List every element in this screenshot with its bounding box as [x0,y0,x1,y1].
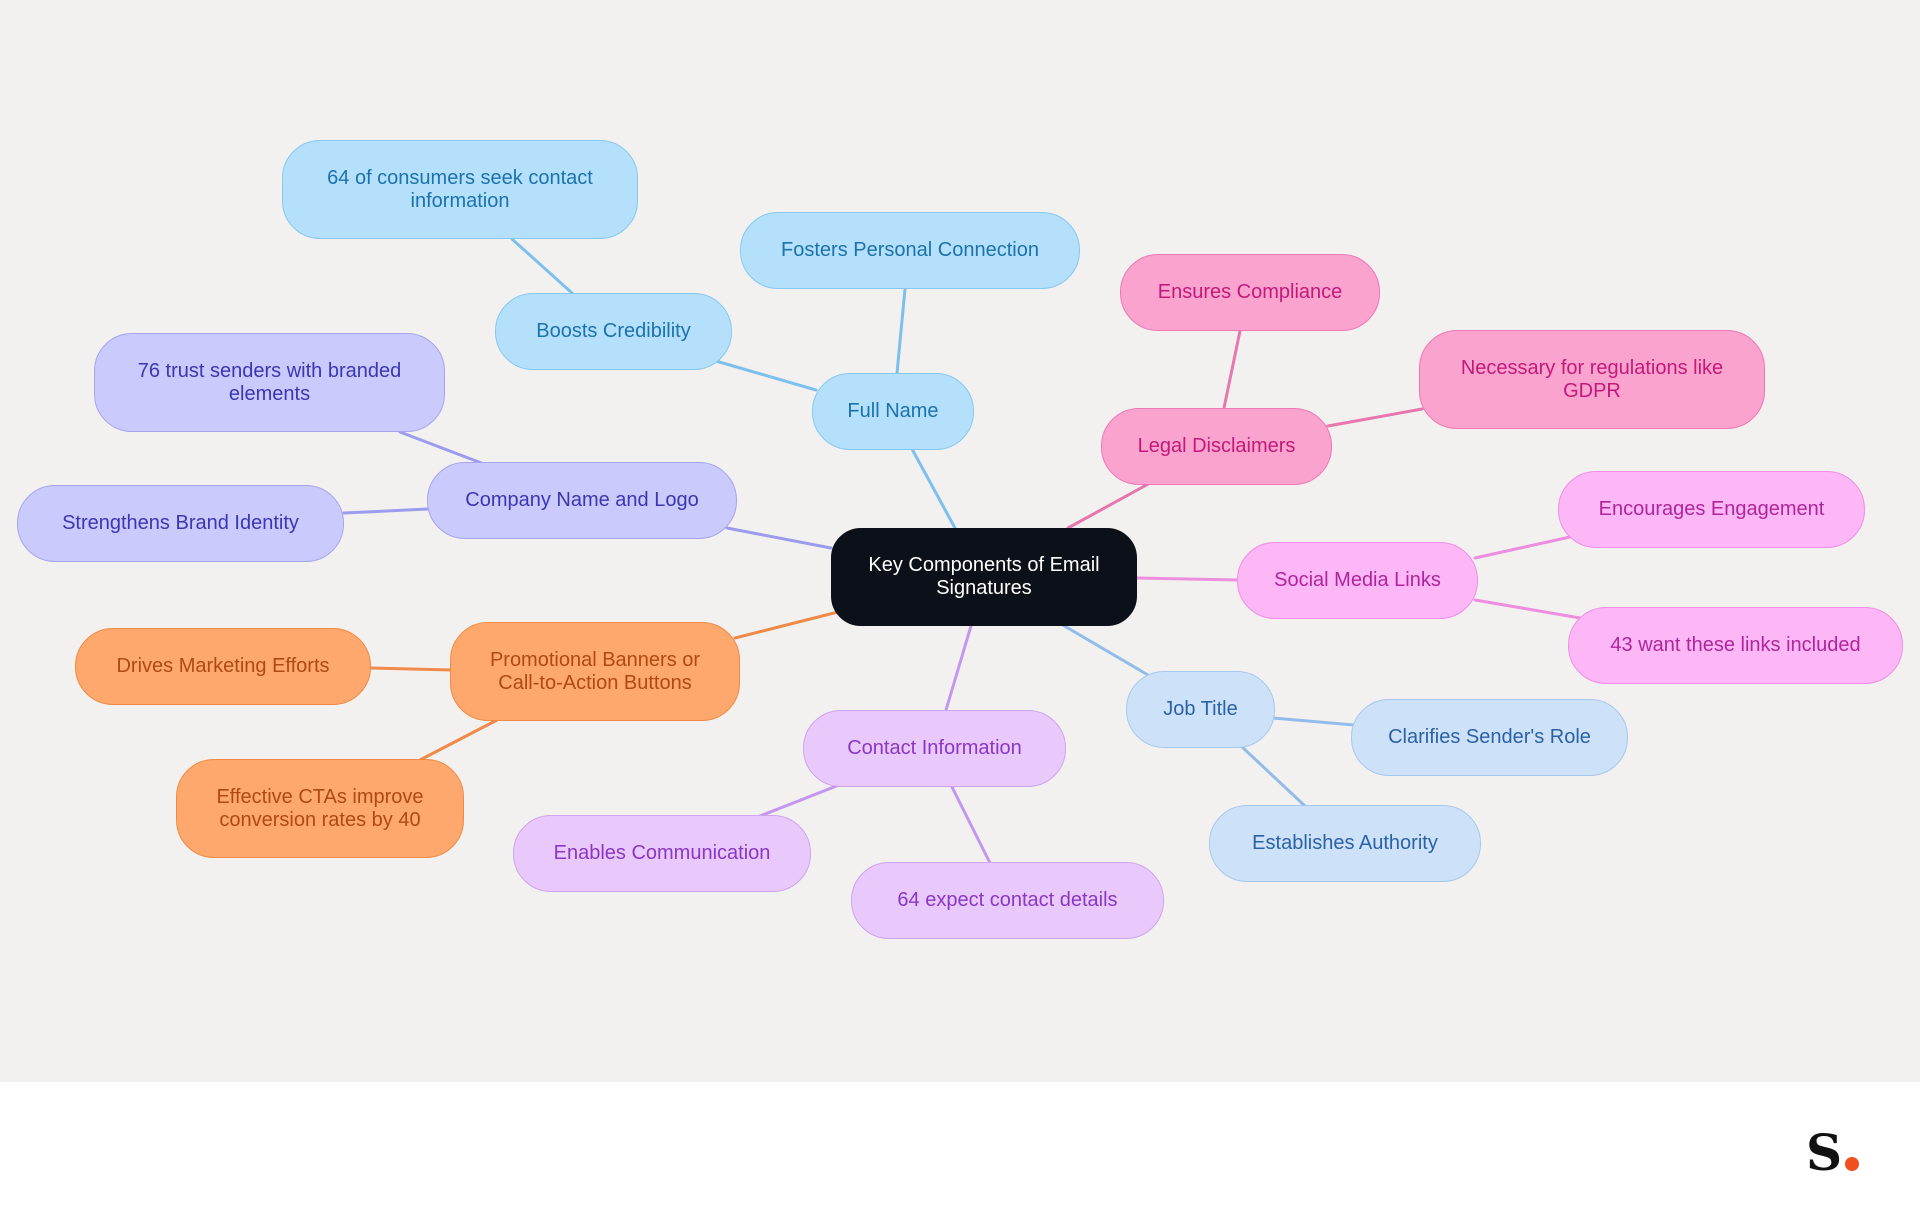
edge-job-21 [1238,743,1307,808]
edge-legal-4 [1066,481,1152,530]
node-enables-communication[interactable]: Enables Communication [513,815,811,892]
node-contact-info-stat[interactable]: 64 of consumers seek contact information [282,140,638,239]
edge-social-10 [1135,576,1240,582]
edge-full-name-0 [910,447,957,530]
root-node[interactable]: Key Components of Email Signatures [831,528,1137,626]
edge-full-name-3 [510,237,574,295]
edge-company-8 [398,430,486,466]
edge-legal-6 [1326,407,1424,428]
node-clarifies-role[interactable]: Clarifies Sender's Role [1351,699,1628,776]
brand-logo[interactable]: S [1806,1122,1860,1182]
node-gdpr-regulations[interactable]: Necessary for regulations like GDPR [1419,330,1765,429]
edge-promo-15 [418,718,499,762]
edge-contact-18 [949,783,992,865]
node-contact-information[interactable]: Contact Information [803,710,1066,787]
edge-job-20 [1271,716,1356,727]
node-fosters-personal-connection[interactable]: Fosters Personal Connection [740,212,1080,289]
edge-social-11 [1473,535,1572,560]
edge-contact-16 [944,624,973,712]
node-strengthens-brand-identity[interactable]: Strengthens Brand Identity [17,485,344,562]
node-links-included-stat[interactable]: 43 want these links included [1568,607,1903,684]
node-ensures-compliance[interactable]: Ensures Compliance [1120,254,1380,331]
edge-company-9 [342,507,430,515]
edge-promo-13 [733,610,840,640]
node-social-media-links[interactable]: Social Media Links [1237,542,1478,619]
logo-letter: S [1806,1123,1843,1182]
mind-map-canvas: Key Components of Email Signatures Full … [0,0,1920,1082]
logo-dot [1845,1157,1860,1171]
edge-job-19 [1059,622,1150,677]
node-drives-marketing[interactable]: Drives Marketing Efforts [75,628,371,705]
node-legal-disclaimers[interactable]: Legal Disclaimers [1101,408,1332,485]
edge-full-name-2 [714,359,818,392]
node-expect-contact-stat[interactable]: 64 expect contact details [851,862,1164,939]
edge-contact-17 [758,783,841,818]
node-company-name-logo[interactable]: Company Name and Logo [427,462,737,539]
edge-legal-5 [1222,329,1242,410]
node-establishes-authority[interactable]: Establishes Authority [1209,805,1481,882]
edge-promo-14 [369,666,454,672]
node-promotional-banners[interactable]: Promotional Banners or Call-to-Action Bu… [450,622,740,721]
node-boosts-credibility[interactable]: Boosts Credibility [495,293,732,370]
edge-social-12 [1473,598,1582,620]
mind-map-edges [342,237,1582,865]
node-encourages-engagement[interactable]: Encourages Engagement [1558,471,1865,548]
node-job-title[interactable]: Job Title [1126,671,1275,748]
footer [0,1082,1920,1215]
node-branded-trust-stat[interactable]: 76 trust senders with branded elements [94,333,445,432]
node-full-name[interactable]: Full Name [812,373,974,450]
edge-full-name-1 [895,287,907,375]
node-cta-conversion-stat[interactable]: Effective CTAs improve conversion rates … [176,759,464,858]
edge-company-7 [725,526,833,550]
